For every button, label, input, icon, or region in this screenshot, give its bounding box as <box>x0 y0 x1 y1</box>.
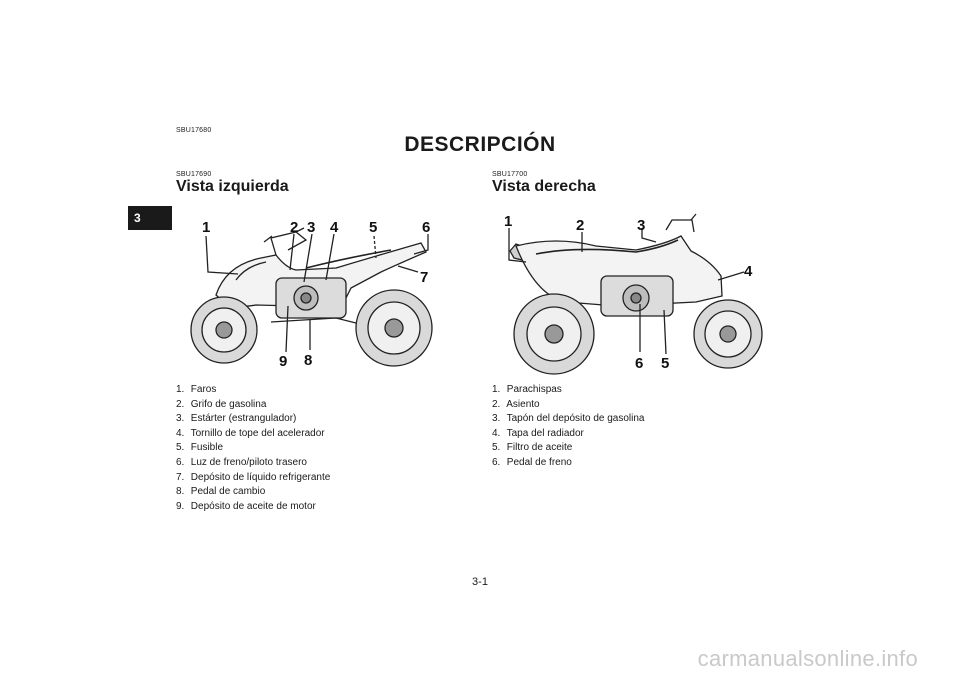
left-callout-4: 4 <box>330 219 339 236</box>
left-callout-1: 1 <box>202 219 210 236</box>
left-legend-item: 5. Fusible <box>176 442 224 454</box>
left-section-code: SBU17690 <box>176 171 212 178</box>
right-callout-4: 4 <box>744 263 753 280</box>
right-legend-item: 3. Tapón del depósito de gasolina <box>492 413 645 425</box>
right-legend-item: 4. Tapa del radiador <box>492 427 584 439</box>
section-code: SBU17680 <box>176 127 212 134</box>
left-legend-item: 6. Luz de freno/piloto trasero <box>176 456 307 468</box>
left-legend-item: 2. Grifo de gasolina <box>176 398 267 410</box>
left-callout-8: 8 <box>304 352 312 369</box>
right-callout-2: 2 <box>576 217 584 234</box>
right-callout-5: 5 <box>661 355 669 372</box>
left-callout-6: 6 <box>422 219 430 236</box>
atv-left-view-illustration: 1 2 3 4 5 6 7 8 9 <box>190 219 433 370</box>
left-heading: Vista izquierda <box>176 178 289 195</box>
right-legend-item: 2. Asiento <box>492 398 540 410</box>
right-legend-list: 1. Parachispas 2. Asiento 3. Tapón del d… <box>492 383 645 471</box>
left-legend-item: 9. Depósito de aceite de motor <box>176 500 316 512</box>
left-legend-item: 8. Pedal de cambio <box>176 486 266 498</box>
page-title: DESCRIPCIÓN <box>404 133 556 156</box>
left-callout-3: 3 <box>307 219 315 236</box>
right-heading: Vista derecha <box>492 178 596 195</box>
page-number: 3-1 <box>472 576 488 588</box>
right-callout-6: 6 <box>635 355 643 372</box>
left-callout-5: 5 <box>369 219 377 236</box>
right-legend-item: 1. Parachispas <box>492 384 562 395</box>
right-callout-1: 1 <box>504 213 512 230</box>
watermark-text: carmanualsonline.info <box>697 646 918 671</box>
right-section-code: SBU17700 <box>492 171 528 178</box>
right-callout-3: 3 <box>637 217 645 234</box>
right-legend-item: 6. Pedal de freno <box>492 456 572 468</box>
left-legend-item: 3. Estárter (estrangulador) <box>176 413 297 425</box>
atv-right-view-illustration: 1 2 3 4 5 6 <box>504 213 763 375</box>
left-callout-2: 2 <box>290 219 298 236</box>
left-legend-list: 1. Faros 2. Grifo de gasolina 3. Estárte… <box>176 383 330 514</box>
left-legend-item: 4. Tornillo de tope del acelerador <box>176 427 325 439</box>
right-legend-item: 5. Filtro de aceite <box>492 442 573 454</box>
chapter-tab: 3 <box>128 206 172 230</box>
left-legend-item: 1. Faros <box>176 384 217 395</box>
left-legend-item: 7. Depósito de líquido refrigerante <box>176 471 331 483</box>
left-callout-7: 7 <box>420 269 428 286</box>
left-callout-9: 9 <box>279 353 287 370</box>
